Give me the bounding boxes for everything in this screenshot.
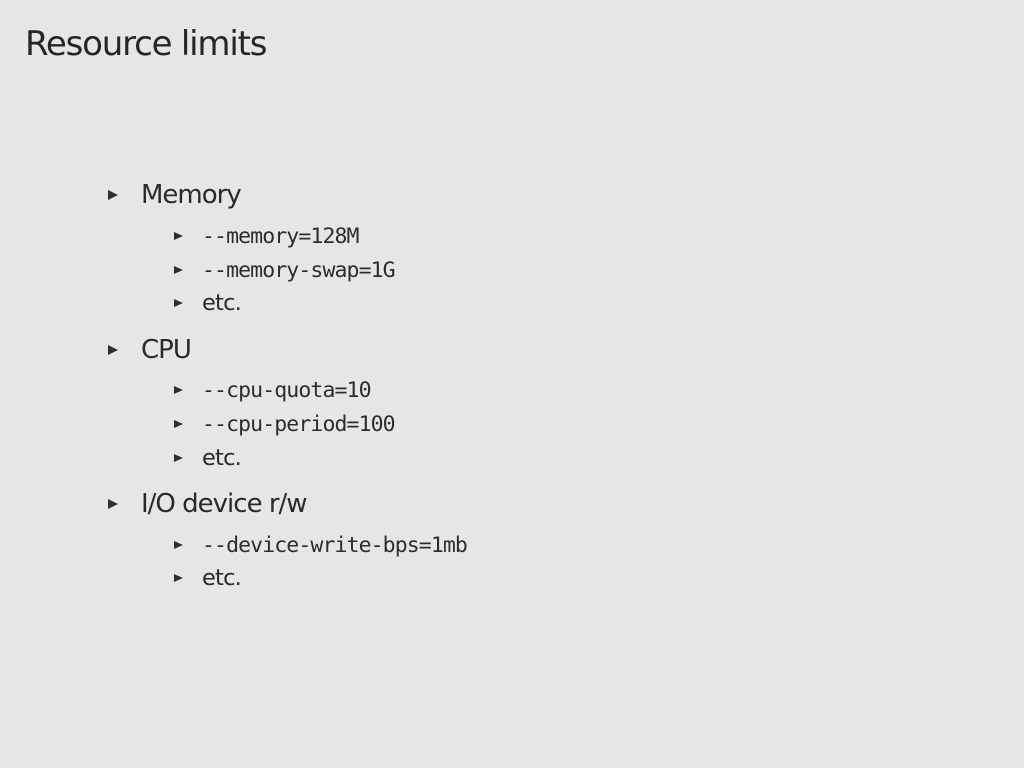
sub-list-item: --cpu-period=100 — [174, 409, 396, 439]
list-item-memory: Memory — [108, 178, 242, 212]
triangle-right-icon — [174, 386, 183, 394]
triangle-right-icon — [174, 232, 183, 240]
list-item-label: CPU — [141, 335, 192, 365]
triangle-right-icon — [174, 541, 183, 549]
sub-list-item: --cpu-quota=10 — [174, 375, 372, 405]
triangle-right-icon — [174, 454, 183, 462]
sub-list-item: --device-write-bps=1mb — [174, 530, 468, 560]
triangle-right-icon — [108, 345, 118, 355]
triangle-right-icon — [108, 499, 118, 509]
triangle-right-icon — [108, 190, 118, 200]
triangle-right-icon — [174, 299, 183, 307]
triangle-right-icon — [174, 574, 183, 582]
triangle-right-icon — [174, 420, 183, 428]
code-option: --memory=128M — [202, 223, 359, 249]
code-option: --cpu-period=100 — [202, 411, 396, 437]
sub-list-item: etc. — [174, 288, 242, 318]
code-option: --cpu-quota=10 — [202, 377, 372, 403]
triangle-right-icon — [174, 266, 183, 274]
sub-list-item: --memory-swap=1G — [174, 255, 396, 285]
code-option: --device-write-bps=1mb — [202, 532, 468, 558]
code-option: --memory-swap=1G — [202, 257, 396, 283]
sub-list-item-label: etc. — [202, 445, 242, 471]
list-item-label: I/O device r/w — [141, 489, 308, 519]
sub-list-item: etc. — [174, 443, 242, 473]
sub-list-item: --memory=128M — [174, 221, 359, 251]
list-item-label: Memory — [141, 180, 242, 210]
list-item-cpu: CPU — [108, 333, 192, 367]
sub-list-item-label: etc. — [202, 565, 242, 591]
list-item-io-device: I/O device r/w — [108, 487, 308, 521]
sub-list-item-label: etc. — [202, 290, 242, 316]
bullet-list: Memory --memory=128M --memory-swap=1G et… — [108, 0, 988, 768]
sub-list-item: etc. — [174, 563, 242, 593]
slide-title: Resource limits — [25, 24, 267, 64]
